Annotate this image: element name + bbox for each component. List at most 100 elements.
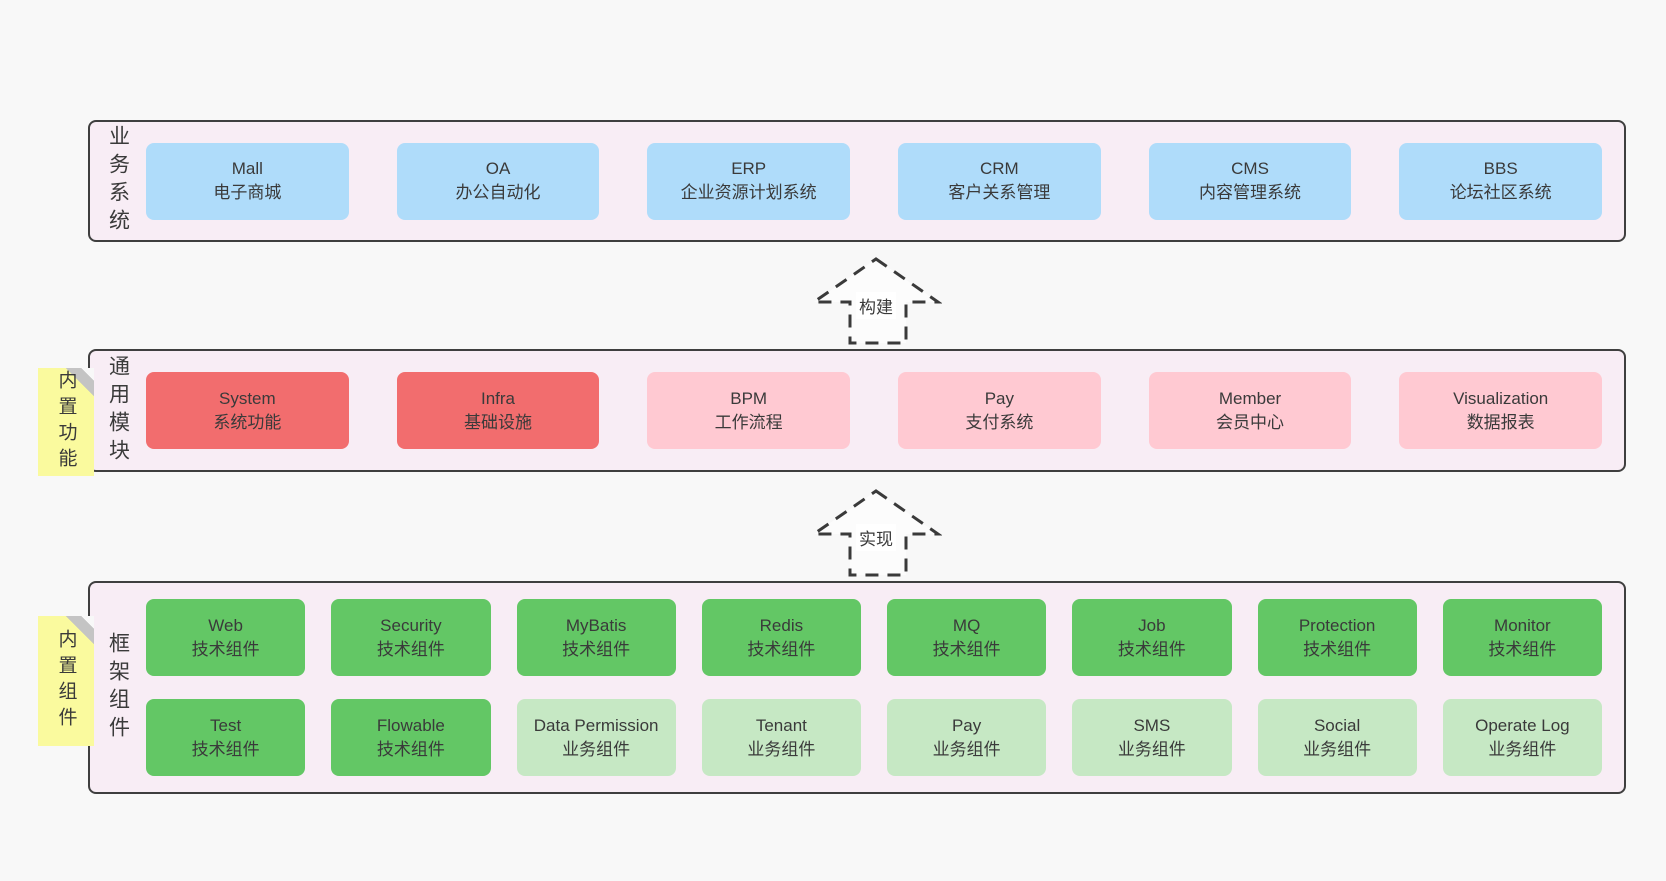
component-security: Security 技术组件: [331, 599, 491, 676]
box-subtitle: 电子商城: [213, 183, 282, 202]
section-common-modules: 通用模块 System 系统功能 Infra 基础设施 BPM 工作流程 Pay…: [88, 349, 1626, 472]
box-subtitle: 技术组件: [191, 639, 260, 659]
section-label-common-modules: 通用模块: [106, 354, 130, 467]
box-subtitle: 办公自动化: [455, 183, 541, 202]
box-title: Job: [1138, 615, 1166, 635]
box-title: Member: [1218, 388, 1282, 408]
component-redis: Redis 技术组件: [701, 599, 861, 676]
box-subtitle: 业务组件: [1488, 739, 1557, 759]
box-title: Infra: [480, 388, 516, 408]
box-title: Operate Log: [1475, 715, 1570, 735]
module-boxes: System 系统功能 Infra 基础设施 BPM 工作流程 Pay 支付系统…: [146, 372, 1624, 449]
section-label-business-systems: 业务系统: [106, 125, 130, 237]
box-cms: CMS 内容管理系统: [1148, 142, 1352, 220]
box-title: ERP: [731, 159, 767, 179]
box-subtitle: 技术组件: [1117, 639, 1186, 659]
box-title: CRM: [979, 159, 1019, 179]
box-subtitle: 内容管理系统: [1199, 183, 1302, 202]
box-title: Tenant: [755, 715, 807, 735]
arrow-build-label: 构建: [856, 292, 896, 319]
box-title: CMS: [1231, 159, 1269, 179]
component-social: Social 业务组件: [1257, 699, 1417, 776]
component-web: Web 技术组件: [146, 599, 306, 676]
box-subtitle: 技术组件: [191, 739, 260, 759]
box-title: Web: [208, 615, 243, 635]
arrow-build: 构建: [810, 254, 942, 348]
component-monitor: Monitor 技术组件: [1442, 599, 1602, 676]
box-subtitle: 业务组件: [1117, 739, 1186, 759]
box-erp: ERP 企业资源计划系统: [647, 142, 851, 220]
arrow-implement-label: 实现: [856, 524, 896, 551]
box-subtitle: 系统功能: [213, 412, 282, 432]
sticky-note-label: 内置组件: [55, 629, 77, 733]
box-title: Pay: [951, 715, 982, 735]
box-subtitle: 客户关系管理: [948, 183, 1051, 202]
box-subtitle: 论坛社区系统: [1449, 183, 1552, 202]
box-subtitle: 业务组件: [562, 739, 631, 759]
component-job: Job 技术组件: [1072, 599, 1232, 676]
box-subtitle: 企业资源计划系统: [680, 183, 817, 202]
component-data-permission: Data Permission 业务组件: [516, 699, 676, 776]
box-title: Social: [1313, 715, 1361, 735]
component-tenant: Tenant 业务组件: [701, 699, 861, 776]
box-title: OA: [485, 159, 511, 179]
component-sms: SMS 业务组件: [1072, 699, 1232, 776]
box-title: BPM: [730, 388, 768, 408]
box-title: Protection: [1298, 615, 1376, 635]
section-label-framework-components: 框架组件: [106, 631, 130, 744]
box-title: Test: [210, 715, 242, 735]
box-title: MQ: [952, 615, 981, 635]
component-test: Test 技术组件: [146, 699, 306, 776]
box-subtitle: 技术组件: [376, 639, 445, 659]
box-mall: Mall 电子商城: [146, 142, 349, 220]
box-title: Flowable: [376, 715, 445, 735]
sticky-note-builtin-features: 内置功能: [38, 368, 94, 476]
box-bpm: BPM 工作流程: [647, 372, 851, 449]
box-subtitle: 技术组件: [932, 639, 1001, 659]
sticky-note-label: 内置功能: [55, 370, 77, 474]
box-subtitle: 技术组件: [1488, 639, 1557, 659]
box-subtitle: 技术组件: [562, 639, 631, 659]
box-subtitle: 业务组件: [932, 739, 1001, 759]
box-member: Member 会员中心: [1148, 372, 1352, 449]
box-subtitle: 业务组件: [747, 739, 816, 759]
arrow-implement: 实现: [810, 486, 942, 580]
box-title: Security: [380, 615, 442, 635]
box-infra: Infra 基础设施: [396, 372, 600, 449]
component-mybatis: MyBatis 技术组件: [516, 599, 676, 676]
box-title: Monitor: [1494, 615, 1551, 635]
box-subtitle: 支付系统: [965, 412, 1034, 432]
component-operate-log: Operate Log 业务组件: [1442, 699, 1602, 776]
component-protection: Protection 技术组件: [1257, 599, 1417, 676]
box-title: MyBatis: [565, 615, 627, 635]
box-title: SMS: [1133, 715, 1171, 735]
component-pay: Pay 业务组件: [887, 699, 1047, 776]
section-business-systems: 业务系统 Mall 电子商城 OA 办公自动化 ERP 企业资源计划系统 CRM…: [88, 120, 1626, 242]
box-subtitle: 数据报表: [1466, 412, 1535, 432]
box-subtitle: 技术组件: [376, 739, 445, 759]
section-framework-components: 框架组件 Web 技术组件 Security 技术组件 MyBatis 技术组件…: [88, 581, 1626, 794]
box-title: Redis: [759, 615, 804, 635]
box-title: Data Permission: [533, 715, 659, 735]
box-title: Mall: [231, 159, 263, 179]
component-mq: MQ 技术组件: [887, 599, 1047, 676]
box-subtitle: 基础设施: [464, 412, 532, 432]
box-crm: CRM 客户关系管理: [898, 142, 1101, 220]
box-visualization: Visualization 数据报表: [1399, 372, 1603, 449]
box-pay-module: Pay 支付系统: [898, 372, 1101, 449]
box-title: BBS: [1483, 159, 1518, 179]
box-subtitle: 技术组件: [747, 639, 816, 659]
business-boxes: Mall 电子商城 OA 办公自动化 ERP 企业资源计划系统 CRM 客户关系…: [146, 142, 1624, 220]
component-flowable: Flowable 技术组件: [331, 699, 491, 776]
box-title: Pay: [984, 388, 1014, 408]
box-subtitle: 工作流程: [714, 412, 783, 432]
box-title: Visualization: [1453, 388, 1549, 408]
box-subtitle: 业务组件: [1303, 739, 1372, 759]
component-grid: Web 技术组件 Security 技术组件 MyBatis 技术组件 Redi…: [146, 599, 1624, 776]
sticky-note-builtin-components: 内置组件: [38, 616, 94, 746]
box-subtitle: 会员中心: [1216, 412, 1285, 432]
box-title: System: [218, 388, 276, 408]
box-bbs: BBS 论坛社区系统: [1399, 142, 1603, 220]
box-system: System 系统功能: [146, 372, 349, 449]
